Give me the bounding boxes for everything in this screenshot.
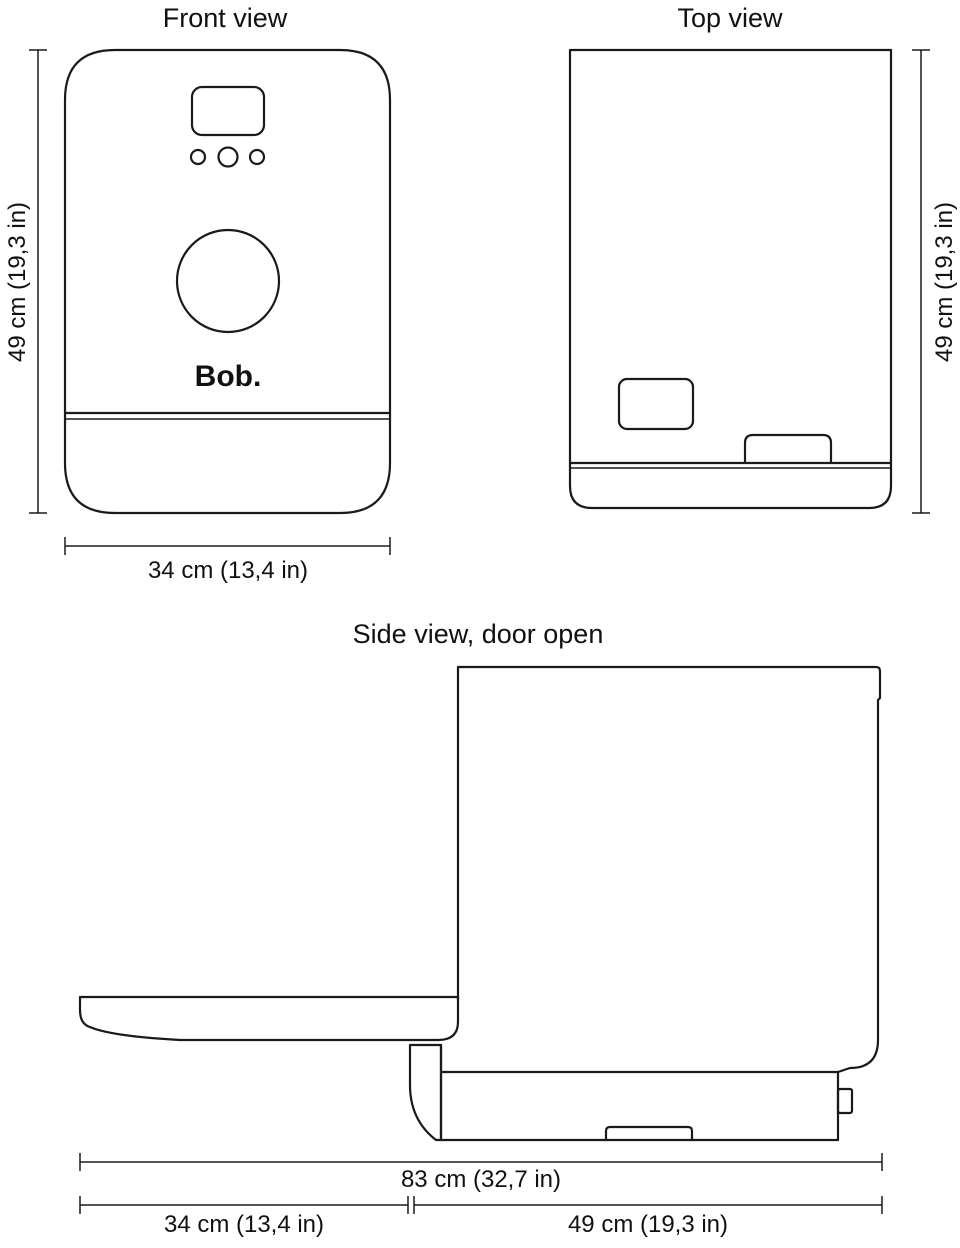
side-door-label: 34 cm (13,4 in)	[164, 1211, 324, 1238]
top-handle	[743, 433, 833, 465]
side-total-label: 83 cm (32,7 in)	[401, 1166, 561, 1193]
front-view-title: Front view	[163, 3, 288, 33]
side-body-label: 49 cm (19,3 in)	[568, 1211, 728, 1238]
front-button-right	[248, 148, 266, 166]
front-body-outline	[63, 48, 392, 515]
front-display-screen	[190, 85, 266, 137]
side-body-outline	[456, 665, 882, 1074]
side-view: Side view, door open 83 cm (32,7 in) 34 …	[78, 619, 883, 1238]
top-door-outline	[568, 461, 893, 510]
front-height-label: 49 cm (19,3 in)	[4, 202, 31, 362]
top-lid-panel	[617, 377, 695, 431]
front-round-window	[175, 228, 281, 334]
front-button-left	[189, 148, 207, 166]
front-button-center	[217, 146, 239, 168]
side-base-tray	[439, 1070, 840, 1142]
side-open-door	[78, 995, 460, 1042]
side-bottom-handle	[604, 1125, 694, 1142]
top-view: Top view 49 cm (19,3 in)	[568, 3, 958, 514]
front-view: Front view Bob. 49 cm (19,3 in) 34 cm (1…	[4, 3, 392, 584]
front-width-label: 34 cm (13,4 in)	[148, 557, 308, 584]
top-view-title: Top view	[677, 3, 783, 33]
brand-logo: Bob.	[195, 360, 262, 393]
top-depth-label: 49 cm (19,3 in)	[931, 202, 958, 362]
side-view-title: Side view, door open	[353, 619, 604, 649]
side-door-hinge	[408, 1043, 443, 1142]
side-back-knob	[836, 1087, 854, 1115]
